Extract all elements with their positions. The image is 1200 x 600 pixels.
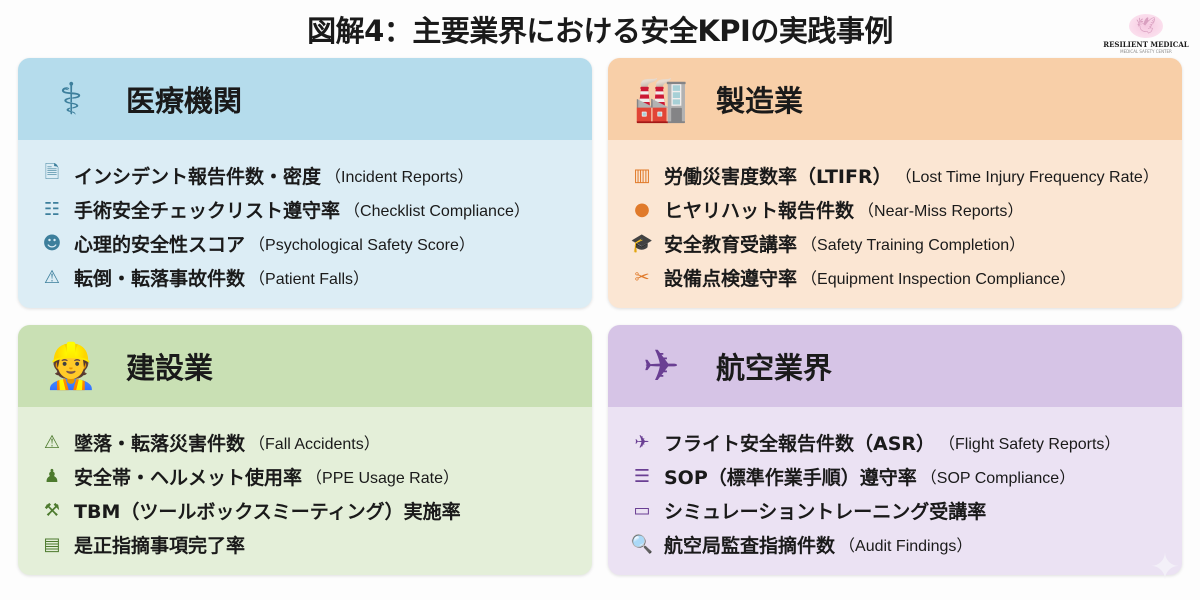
kpi-item: ⚒ TBM（ツールボックスミーティング）実施率 (38, 493, 592, 527)
logo: 🕊 RESILIENT MEDICAL MEDICAL SAFETY CENTE… (1100, 14, 1192, 54)
kpi-label-en: （PPE Usage Rate） (306, 470, 459, 487)
kpi-item: ▤ 是正指摘事項完了率 (38, 527, 592, 561)
kpi-label-en: （Lost Time Injury Frequency Rate） (895, 169, 1159, 186)
kpi-item: ✂ 設備点検遵守率（Equipment Inspection Compliance… (628, 260, 1182, 294)
factory-icon: 🏭 (633, 74, 689, 125)
kpi-item: ☷ 手術安全チェックリスト遵守率（Checklist Compliance） (38, 192, 592, 226)
kpi-item: ✈ フライト安全報告件数（ASR）（Flight Safety Reports） (628, 425, 1182, 459)
graduation-cap-icon: 🎓 (630, 232, 654, 254)
crane-icon: ⚒ (43, 499, 61, 521)
checklist-icon: ☷ (43, 198, 61, 220)
kpi-item: 🔍 航空局監査指摘件数（Audit Findings） (628, 527, 1182, 561)
audit-icon: 🔍 (630, 533, 654, 555)
kpi-label-jp: シミュレーショントレーニング受講率 (664, 500, 987, 523)
kpi-label-en: （Patient Falls） (249, 271, 370, 288)
kpi-item: ☰ SOP（標準作業手順）遵守率（SOP Compliance） (628, 459, 1182, 493)
stethoscope-icon: ⚕ (59, 73, 83, 125)
kpi-item: 🗎 インシデント報告件数・密度（Incident Reports） (38, 158, 592, 192)
panel-manufacturing: 🏭 製造業 ▥ 労働災害度数率（LTIFR）（Lost Time Injury Fr… (608, 58, 1182, 308)
helmet-worker-icon: ♟ (43, 465, 61, 487)
clipboard-icon: ▤ (43, 533, 61, 555)
kpi-label-en: （Psychological Safety Score） (249, 237, 475, 254)
simulator-icon: ▭ (633, 499, 651, 521)
panel-title: 製造業 (716, 84, 804, 118)
kpi-label-en: （Safety Training Completion） (801, 237, 1026, 254)
kpi-label-en: （Checklist Compliance） (344, 203, 530, 220)
kpi-label-jp: 安全帯・ヘルメット使用率 (74, 466, 303, 489)
panel-medical: ⚕ 医療機関 🗎 インシデント報告件数・密度（Incident Reports） ☷ 手… (18, 58, 592, 308)
kpi-label-en: （Equipment Inspection Compliance） (801, 271, 1076, 288)
kpi-item: ● ヒヤリハット報告件数（Near-Miss Reports） (628, 192, 1182, 226)
kpi-label-jp: SOP（標準作業手順）遵守率 (664, 466, 917, 489)
panel-header: 🏭 製造業 (608, 58, 1182, 140)
kpi-label-jp: インシデント報告件数・密度 (74, 165, 322, 188)
kpi-item: ⚠ 転倒・転落事故件数（Patient Falls） (38, 260, 592, 294)
kpi-item: ♟ 安全帯・ヘルメット使用率（PPE Usage Rate） (38, 459, 592, 493)
kpi-label-jp: 転倒・転落事故件数 (74, 267, 246, 290)
head-icon: ☻ (42, 232, 62, 254)
kpi-label-en: （Fall Accidents） (249, 436, 380, 453)
fall-icon: ⚠ (43, 431, 61, 453)
logo-tagline: MEDICAL SAFETY CENTER (1120, 49, 1172, 54)
logo-name: RESILIENT MEDICAL (1103, 40, 1189, 49)
kpi-label-jp: 手術安全チェックリスト遵守率 (74, 199, 341, 222)
kpi-label-en: （Flight Safety Reports） (939, 436, 1121, 453)
dove-logo-icon: 🕊 (1129, 14, 1163, 38)
kpi-label-en: （Incident Reports） (325, 169, 474, 186)
kpi-label-jp: 墜落・転落災害件数 (74, 432, 246, 455)
kpi-item: ▭ シミュレーショントレーニング受講率 (628, 493, 1182, 527)
kpi-label-en: （Near-Miss Reports） (858, 203, 1024, 220)
document-icon: 🗎 (44, 162, 60, 183)
kpi-label-jp: 労働災害度数率（LTIFR） (664, 165, 892, 188)
kpi-item: ☻ 心理的安全性スコア（Psychological Safety Score） (38, 226, 592, 260)
panel-title: 医療機関 (126, 84, 243, 118)
person-alert-icon: ● (634, 198, 650, 220)
kpi-label-jp: 心理的安全性スコア (74, 233, 246, 256)
sparkle-icon: ✦ (1149, 547, 1180, 588)
panel-construction: 👷 建設業 ⚠ 墜落・転落災害件数（Fall Accidents） ♟ 安全帯・ヘルメッ… (18, 325, 592, 575)
airplane-icon: ✈ (642, 340, 680, 392)
kpi-item: ▥ 労働災害度数率（LTIFR）（Lost Time Injury Frequen… (628, 158, 1182, 192)
kpi-label-jp: 是正指摘事項完了率 (74, 534, 246, 557)
bar-chart-icon: ▥ (633, 164, 651, 186)
worker-crane-icon: 👷 (43, 341, 99, 392)
tools-icon: ✂ (634, 266, 650, 288)
kpi-item: 🎓 安全教育受講率（Safety Training Completion） (628, 226, 1182, 260)
panel-aviation: ✈ 航空業界✈フライト安全報告件数（ASR）（Flight Safety Rep… (608, 325, 1182, 575)
kpi-label-jp: フライト安全報告件数（ASR） (664, 432, 936, 455)
panel-header: ⚕ 医療機関 (18, 58, 592, 140)
panel-header: ✈ 航空業界 (608, 325, 1182, 407)
kpi-label-jp: 設備点検遵守率 (664, 267, 798, 290)
kpi-label-en: （Audit Findings） (839, 538, 973, 555)
kpi-label-jp: ヒヤリハット報告件数 (664, 199, 855, 222)
kpi-label-en: （SOP Compliance） (920, 470, 1076, 487)
airplane-icon: ✈ (634, 431, 650, 453)
panel-header: 👷 建設業 (18, 325, 592, 407)
kpi-label-jp: 安全教育受講率 (664, 233, 798, 256)
panel-title: 航空業界 (716, 351, 833, 385)
fall-icon: ⚠ (43, 266, 61, 288)
kpi-item: ⚠ 墜落・転落災害件数（Fall Accidents） (38, 425, 592, 459)
list-icon: ☰ (633, 465, 651, 487)
panel-title: 建設業 (126, 351, 214, 385)
kpi-label-jp: 航空局監査指摘件数 (664, 534, 836, 557)
page-title: 図解4：主要業界における安全KPIの実践事例 (307, 14, 893, 48)
kpi-label-jp: TBM（ツールボックスミーティング）実施率 (74, 500, 461, 523)
